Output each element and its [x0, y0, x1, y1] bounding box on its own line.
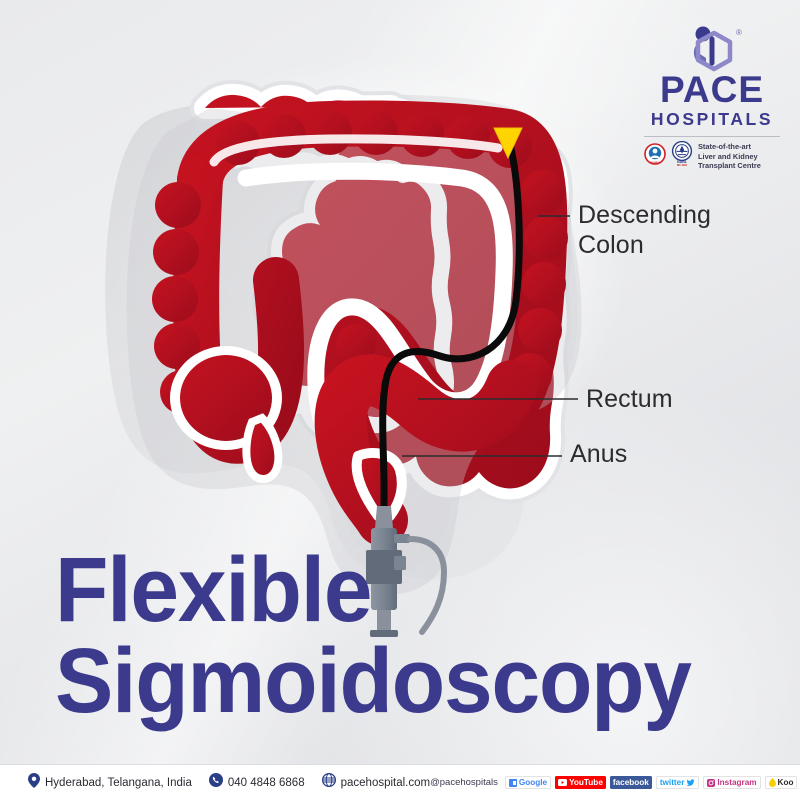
footer-phone-text: 040 4848 6868	[227, 776, 305, 789]
scope-handle	[366, 506, 448, 637]
scope-tube	[379, 132, 523, 516]
logo-wordmark: PACE	[659, 69, 765, 110]
youtube-badge-label: YouTube	[569, 778, 603, 787]
title-line-2: Sigmoidoscopy	[55, 630, 692, 733]
footer-contact-group: Hyderabad, Telangana, India 040 4848 686…	[0, 772, 431, 793]
location-pin-icon	[28, 772, 40, 793]
twitter-badge[interactable]: twitter	[655, 776, 700, 789]
page-title: Flexible Sigmoidoscopy	[55, 544, 692, 733]
instagram-badge[interactable]: Instagram	[703, 776, 761, 789]
colon-rim-light	[209, 134, 503, 167]
google-badge[interactable]: Google	[504, 776, 552, 789]
cecum	[170, 346, 283, 483]
scope-tip-icon	[493, 127, 523, 160]
svg-text:MC 4494: MC 4494	[677, 164, 688, 167]
social-handle: @pacehospitals	[430, 777, 498, 788]
koo-badge-label: Koo	[777, 778, 794, 787]
facebook-badge[interactable]: facebook	[609, 776, 652, 789]
colon-inner-hollow	[237, 162, 513, 501]
logo-divider	[644, 135, 780, 137]
nabh-badge: NABH	[644, 143, 666, 170]
pace-hospitals-logo[interactable]: ® PACE HOSPITALS NABH	[642, 24, 782, 172]
footer-location: Hyderabad, Telangana, India	[28, 772, 192, 793]
svg-text:NABH: NABH	[651, 160, 661, 164]
label-rectum: Rectum	[586, 385, 673, 413]
phone-icon	[208, 773, 223, 792]
youtube-badge[interactable]: YouTube	[555, 776, 606, 789]
title-line-1: Flexible	[55, 539, 372, 641]
nabl-badge: NABL MC 4494	[671, 140, 693, 172]
koo-badge[interactable]: Koo	[764, 776, 798, 789]
accreditation-block: NABH NABL MC 4494 State-of-the-art Liver…	[642, 140, 782, 172]
footer-social-group: @pacehospitals Google YouTube facebook t…	[430, 776, 800, 789]
facebook-badge-label: facebook	[612, 778, 649, 787]
svg-text:®: ®	[736, 28, 742, 37]
google-badge-label: Google	[518, 778, 548, 787]
footer-website[interactable]: pacehospital.com	[321, 772, 431, 792]
footer-location-text: Hyderabad, Telangana, India	[45, 776, 192, 789]
svg-text:NABL: NABL	[677, 160, 688, 164]
instagram-badge-label: Instagram	[717, 778, 757, 787]
logo-subword: HOSPITALS	[650, 109, 774, 130]
twitter-badge-label: twitter	[659, 778, 685, 787]
footer-website-text: pacehospital.com	[340, 776, 431, 789]
globe-icon	[321, 772, 336, 792]
footer-bar: Hyderabad, Telangana, India 040 4848 686…	[0, 764, 800, 800]
pace-hexagon-icon: ®	[642, 24, 782, 72]
footer-phone[interactable]: 040 4848 6868	[208, 773, 305, 792]
accreditation-tagline: State-of-the-art Liver and Kidney Transp…	[698, 141, 761, 171]
label-descending-colon: Descending Colon	[578, 201, 712, 259]
colon-anatomy	[126, 100, 582, 595]
label-anus: Anus	[570, 440, 628, 468]
